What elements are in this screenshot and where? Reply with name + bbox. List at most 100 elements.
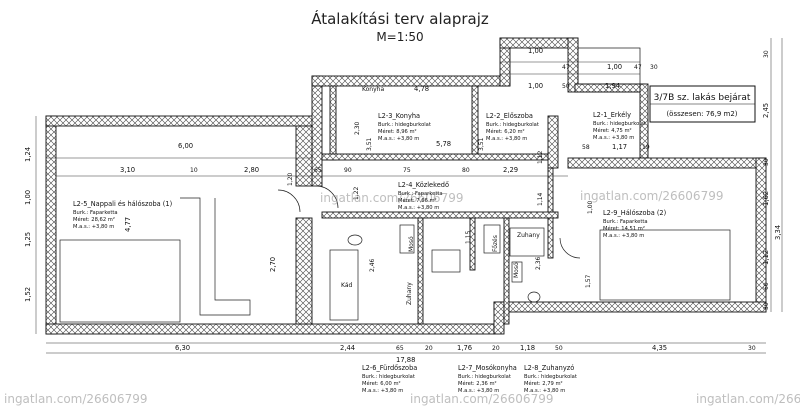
dim-label: 2,30 [354,121,361,135]
dim-label: 1,24 [24,147,32,162]
dim-label: 1,00 [607,63,622,71]
fixture-label: Konyha [362,86,384,93]
dim-label: 3,51 [478,137,485,151]
dim-label: 90 [344,167,352,174]
dim-label: 47 [562,64,570,71]
fixture-labels: Konyha Kád Zuhany Mosó Mosó Főzés Zuhany [341,86,540,305]
dim-label: 75 [403,167,411,174]
dim-label: 2,45 [762,103,770,118]
dim-label: 5,78 [436,140,451,148]
room-detail: Méret: 28,62 m² [73,216,115,223]
balcony [577,47,641,93]
watermark: ingatlan.com/26606799 [4,392,147,406]
room-name: L2-8_Zuhanyzó [524,364,574,372]
dim-label: 4,77 [124,217,132,232]
room-detail: Méret: 6,20 m² [486,128,525,135]
dimension-lines [35,38,783,354]
room-detail: Burk.: hidegburkolat [362,374,415,380]
dim-label: 1,15 [465,230,472,244]
room-name: L2-5_Nappali és hálószoba (1) [73,200,172,208]
dim-label: 1,12 [537,150,544,164]
dim-label: 2,46 [369,258,376,272]
room-detail: Burk.: hidegburkolat [378,122,431,128]
room-name: L2-4_Közlekedő [398,180,449,189]
dim-label: 65 [314,167,322,174]
room-detail: Burk.: Faparketta [73,210,118,216]
dim-label: 2,70 [269,257,277,272]
entrance-box: 3/7B sz. lakás bejárat (összesen: 76,9 m… [649,85,756,123]
dim-label: 20 [425,345,433,352]
dim-label: 50 [562,83,570,90]
dim-label: 1,94 [605,82,620,90]
dim-label: 1,14 [537,192,544,206]
dim-label: 3,34 [774,225,782,240]
dim-label: 1,20 [287,172,294,186]
room-detail: M.a.s.: +3,80 m [593,135,634,141]
plan-title: Átalakítási terv alaprajz [311,10,489,28]
dim-label: 2,29 [503,166,518,174]
room-detail: Méret: 8,96 m² [378,128,417,135]
dim-label: 30 [650,64,658,71]
watermark: ingatlan.com/26606799 [410,392,553,406]
room-name: L2-3_Konyha [378,112,420,120]
dim-label: 65 [396,345,404,352]
room-labels: L2-1_Erkély Burk.: hidegburkolat Méret: … [73,111,666,394]
room-detail: Burk.: Faparketta [398,191,443,197]
room-detail: Méret: 2,36 m² [458,380,497,387]
dim-label: 30 [763,302,770,310]
room-detail: Burk.: hidegburkolat [593,121,646,127]
dim-label: 4,35 [652,344,667,352]
dim-label: 30 [763,50,770,58]
dim-label: 10 [190,167,198,174]
dim-label: 1,62 [762,191,770,206]
plan-scale: M=1:50 [376,30,424,44]
dim-label: 47 [634,64,642,71]
dim-label: 1,00 [587,200,594,214]
walls [45,37,767,335]
dim-label: 19 [642,144,650,151]
dim-label: 30 [748,345,756,352]
dim-label: 1,22 [353,186,360,200]
room-detail: M.a.s.: +3,80 m [398,205,439,211]
fixture-label: Mosó [408,236,415,252]
dimension-texts: 1,00 47 1,00 47 30 1,94 1,00 50 4,78 58 … [24,47,782,364]
dim-label: 1,52 [24,287,32,302]
dim-label: 1,00 [24,190,32,205]
room-detail: Méret: 4,75 m² [593,127,632,134]
dim-label: 50 [555,345,563,352]
dim-label: 20 [492,345,500,352]
dim-label: 58 [582,144,590,151]
fixture-label: Mosó [513,262,520,278]
dim-label: 1,00 [528,47,543,55]
dim-label: 2,80 [244,166,259,174]
room-detail: Méret: 14,51 m² [603,225,645,232]
room-detail: Burk.: Faparketta [603,219,648,225]
dim-label: 3,10 [120,166,135,174]
fixture-label: Főzés [492,235,499,252]
dim-label: 2,44 [340,344,355,352]
dim-label: 3,51 [366,137,373,151]
furniture [59,185,731,323]
dim-label: 1,12 [762,250,770,265]
dim-label: 1,18 [520,344,535,352]
room-detail: Méret: 6,00 m² [362,380,401,387]
watermark: ingatlan.com/26606799 [696,392,800,406]
room-name: L2-7_Mosókonyha [458,364,517,372]
room-name: L2-9_Hálószoba (2) [603,209,666,217]
watermark: ingatlan.com/26606799 [320,191,463,205]
fixture-label: Zuhany [406,282,413,305]
room-detail: M.a.s.: +3,80 m [603,233,644,239]
room-detail: M.a.s.: +3,80 m [378,136,419,142]
dim-label: 6,30 [175,344,190,352]
dim-label: 1,25 [24,232,32,247]
fixture-label: Zuhany [517,232,540,239]
dim-label: 1,00 [528,82,543,90]
dim-label: 1,76 [457,344,472,352]
dim-label: 4,78 [414,85,429,93]
dim-label: 1,17 [612,143,627,151]
entrance-total: (összesen: 76,9 m2) [666,110,737,118]
room-name: L2-2_Előszoba [486,111,533,120]
room-name: L2-6_Fürdőszoba [362,363,417,372]
room-detail: M.a.s.: +3,80 m [486,136,527,142]
room-detail: Méret: 7,66 m² [398,197,437,204]
